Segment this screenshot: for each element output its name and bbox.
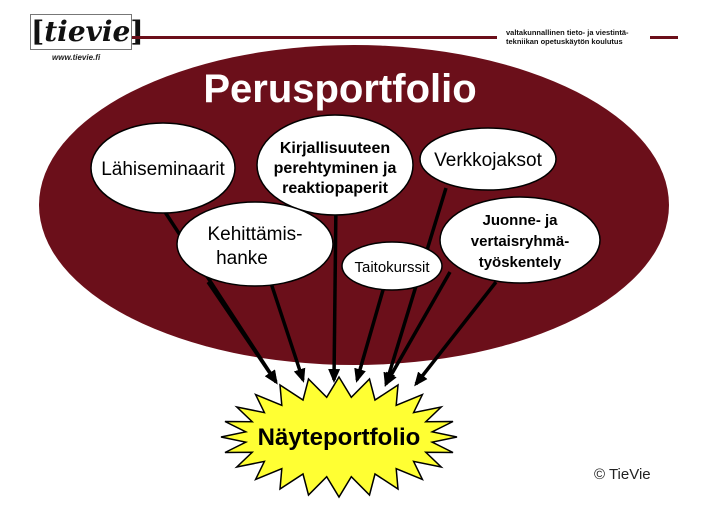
logo-url: www.tievie.fi [52,53,101,62]
node-kirjallisuus-line3: reaktiopaperit [282,180,388,197]
node-kehittamis: Kehittämis- hanke [176,201,334,287]
header-rule [132,36,497,39]
header-rule-right [650,36,678,39]
arrow-juonne-1 [384,271,452,387]
target-label: Näyteportfolio [258,424,421,451]
node-kirjallisuus-line2: perehtyminen ja [274,160,397,177]
node-juonne-line2: vertaisryhmä- [471,233,569,250]
arrow-kehittamis [206,281,278,385]
logo-text: tievie [44,15,131,48]
tagline-line2: tekniikan opetuskäytön koulutus [506,37,623,46]
nayteportfolio-star: Näyteportfolio [220,375,458,499]
arrows [163,187,498,387]
arrow-kehittamis-2 [268,279,306,383]
node-juonne-line3: työskentely [479,254,562,271]
node-kirjallisuus: Kirjallisuuteen perehtyminen ja reaktiop… [256,114,414,216]
copyright-text: © TieVie [594,466,651,483]
tagline-line1: valtakunnallinen tieto- ja viestintä- [506,28,629,37]
header-tagline: valtakunnallinen tieto- ja viestintä- te… [506,28,648,46]
node-verkkojaksot-label: Verkkojaksot [434,150,542,171]
node-juonne: Juonne- ja vertaisryhmä- työskentely [439,196,601,284]
tievie-logo: [tievie] [30,14,144,50]
arrow-juonne-2 [414,280,498,387]
node-taitokurssit-label: Taitokurssit [354,259,430,276]
node-lahiseminaarit-label: Lähiseminaarit [101,159,225,180]
arrow-kirjallisuus [328,199,341,383]
node-verkkojaksot: Verkkojaksot [419,127,557,191]
diagram-title: Perusportfolio [203,67,476,111]
node-juonne-line1: Juonne- ja [482,212,558,229]
node-taitokurssit: Taitokurssit [341,241,443,291]
node-lahiseminaarit: Lähiseminaarit [90,122,236,214]
starburst-shape [220,375,458,499]
node-kirjallisuus-line1: Kirjallisuuteen [280,140,390,157]
node-kehittamis-line1: Kehittämis- [207,224,302,245]
arrow-taitokurssit [354,289,385,383]
node-kehittamis-line2: hanke [216,248,268,269]
